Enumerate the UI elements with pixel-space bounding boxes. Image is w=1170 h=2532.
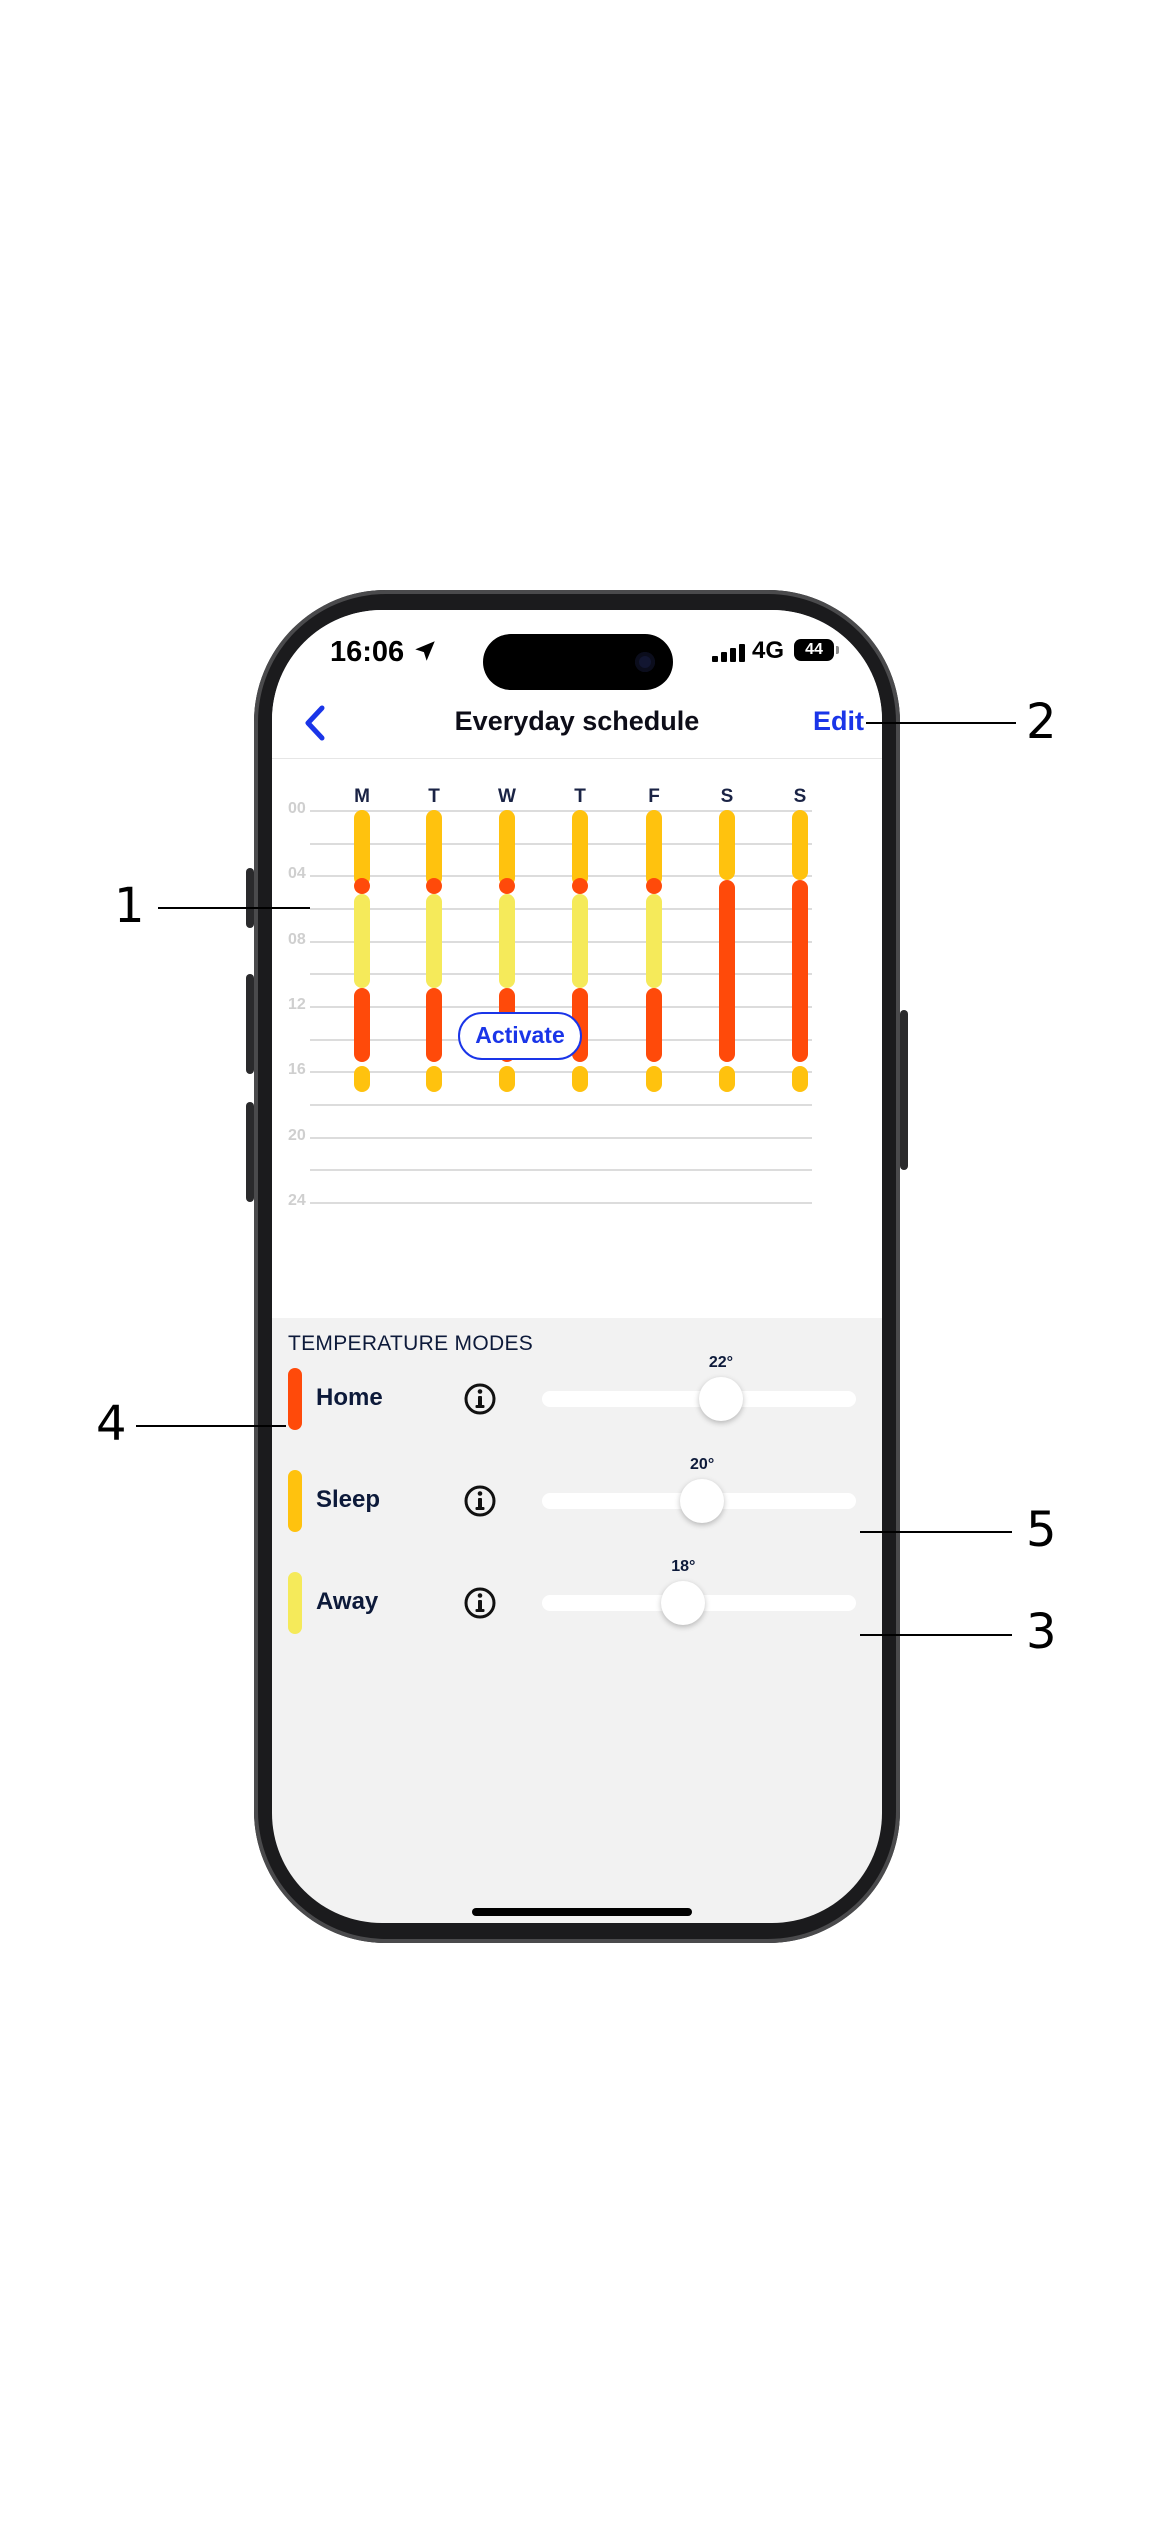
day-header: F [648, 786, 660, 807]
sleep-segment[interactable] [719, 810, 735, 880]
callout-number-5: 5 [1026, 1502, 1057, 1558]
away-segment[interactable] [646, 894, 662, 988]
callout-line-4 [136, 1425, 286, 1427]
mode-label: Sleep [316, 1486, 381, 1513]
home-transition-dot[interactable] [354, 878, 370, 894]
info-icon[interactable] [462, 1585, 498, 1621]
sleep-segment[interactable] [354, 810, 370, 886]
grid-line [310, 940, 812, 943]
home-segment[interactable] [354, 988, 370, 1062]
grid-line [310, 1104, 812, 1106]
mode-label: Home [316, 1384, 383, 1411]
day-header: T [574, 786, 586, 807]
battery-tip [836, 646, 839, 654]
mode-color-bar [288, 1470, 302, 1532]
hour-label: 04 [288, 865, 306, 883]
home-indicator [472, 1908, 692, 1916]
home-transition-dot[interactable] [499, 878, 515, 894]
day-header: W [498, 786, 516, 807]
nav-divider [272, 758, 882, 759]
grid-line [310, 973, 812, 976]
day-header: T [428, 786, 440, 807]
page-title: Everyday schedule [454, 706, 700, 736]
mode-color-bar [288, 1368, 302, 1430]
grid-line [310, 1071, 812, 1074]
temperature-slider-thumb[interactable] [680, 1479, 725, 1523]
temperature-slider-thumb[interactable] [698, 1377, 743, 1421]
home-transition-dot[interactable] [426, 878, 442, 894]
phone-screen: 16:06 4G 44 Everyday schedule Edit M T W T F… [272, 610, 882, 1923]
hour-label: 16 [288, 1061, 306, 1079]
away-segment[interactable] [426, 894, 442, 988]
sleep-segment[interactable] [719, 1066, 735, 1092]
sleep-segment[interactable] [572, 1066, 588, 1092]
sleep-segment[interactable] [354, 1066, 370, 1092]
sleep-segment[interactable] [572, 810, 588, 886]
sleep-segment[interactable] [499, 810, 515, 886]
grid-line [310, 1136, 812, 1139]
temperature-value: 18° [671, 1558, 696, 1575]
sleep-segment[interactable] [792, 1066, 808, 1092]
sleep-segment[interactable] [646, 810, 662, 886]
cellular-signal-icon [712, 644, 745, 662]
grid-line [310, 842, 812, 845]
info-icon[interactable] [462, 1483, 498, 1519]
home-transition-dot[interactable] [646, 878, 662, 894]
back-chevron-icon[interactable] [294, 698, 334, 748]
away-segment[interactable] [572, 894, 588, 988]
sleep-segment[interactable] [646, 1066, 662, 1092]
sleep-segment[interactable] [426, 810, 442, 886]
home-segment[interactable] [646, 988, 662, 1062]
callout-number-4: 4 [96, 1396, 127, 1452]
status-time: 16:06 [330, 636, 405, 668]
hour-label: 20 [288, 1126, 306, 1144]
mode-label: Away [316, 1588, 379, 1615]
grid-line [310, 1202, 812, 1204]
location-arrow-icon [415, 641, 435, 661]
grid-line [310, 810, 812, 812]
phone-volume-up [246, 974, 254, 1074]
home-segment[interactable] [792, 880, 808, 1062]
grid-line [310, 1169, 812, 1172]
callout-line-3 [860, 1634, 1012, 1636]
info-icon[interactable] [462, 1381, 498, 1417]
callout-line-1 [158, 907, 310, 909]
battery-icon: 44 [794, 639, 834, 661]
hour-label: 08 [288, 930, 306, 948]
away-segment[interactable] [499, 894, 515, 988]
mode-color-bar [288, 1572, 302, 1634]
callout-number-3: 3 [1026, 1604, 1057, 1660]
dynamic-island [483, 634, 673, 690]
edit-button[interactable]: Edit [813, 706, 864, 736]
temperature-modes-title: TEMPERATURE MODES [288, 1332, 534, 1355]
away-segment[interactable] [354, 894, 370, 988]
callout-number-1: 1 [114, 878, 145, 934]
hour-label: 12 [288, 996, 306, 1013]
grid-line [310, 875, 812, 878]
sleep-segment[interactable] [426, 1066, 442, 1092]
grid-line [310, 1006, 812, 1008]
temperature-slider-thumb[interactable] [661, 1581, 706, 1625]
callout-number-2: 2 [1026, 694, 1057, 750]
temperature-value: 22° [708, 1354, 734, 1371]
home-transition-dot[interactable] [572, 878, 588, 894]
phone-power-button [900, 1010, 908, 1170]
temperature-value: 20° [690, 1456, 715, 1473]
day-header: S [793, 786, 807, 807]
phone-side-button [246, 868, 254, 928]
hour-label: 00 [288, 800, 306, 817]
home-segment[interactable] [426, 988, 442, 1062]
activate-button[interactable]: Activate [458, 1012, 582, 1060]
day-header: M [354, 786, 370, 807]
callout-line-5 [860, 1531, 1012, 1533]
home-segment[interactable] [719, 880, 735, 1062]
sleep-segment[interactable] [499, 1066, 515, 1092]
day-header: S [720, 786, 734, 807]
callout-line-2 [866, 722, 1016, 724]
sleep-segment[interactable] [792, 810, 808, 880]
network-type: 4G [752, 637, 785, 664]
grid-line [310, 908, 812, 910]
hour-label: 24 [288, 1192, 306, 1209]
phone-volume-down [246, 1102, 254, 1202]
